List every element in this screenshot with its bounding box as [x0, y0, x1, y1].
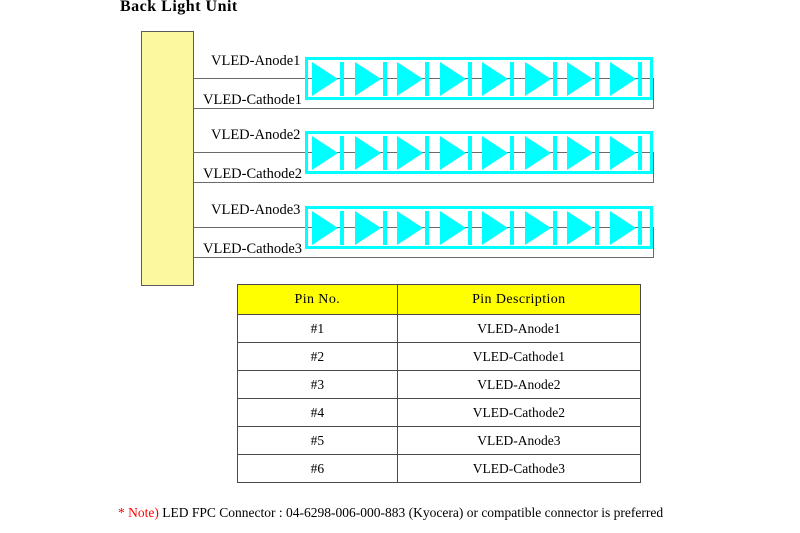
led-diode: [312, 210, 348, 245]
led-string-1: [305, 57, 653, 100]
label-vled-anode3: VLED-Anode3: [211, 202, 301, 218]
led-diode: [312, 135, 348, 170]
wire-anode2-out: [193, 152, 305, 153]
wire-anode2-through-leds: [305, 152, 653, 153]
led-diode: [524, 135, 561, 170]
cell-pin-description: VLED-Anode3: [396, 426, 642, 455]
led-string-2: [305, 131, 653, 174]
led-diode: [354, 61, 391, 96]
table-header-row: Pin No. Pin Description: [237, 284, 642, 315]
wire-anode1-out: [193, 78, 305, 79]
table-row: #6 VLED-Cathode3: [237, 454, 642, 483]
page-title: Back Light Unit: [120, 0, 238, 15]
led-diode: [482, 210, 518, 245]
led-diode: [439, 210, 476, 245]
cell-pin-description: VLED-Cathode3: [396, 454, 642, 483]
wire-anode1-through-leds: [305, 78, 653, 79]
header-pin-no: Pin No.: [237, 284, 398, 315]
led-fpc-connector-block: [141, 31, 194, 286]
wire-cathode3-return: [193, 257, 654, 258]
footnote-text: LED FPC Connector : 04-6298-006-000-883 …: [162, 505, 664, 520]
table-row: #5 VLED-Anode3: [237, 426, 642, 455]
header-pin-description: Pin Description: [396, 284, 642, 315]
led-diode: [397, 210, 433, 245]
led-diode: [609, 135, 646, 170]
label-vled-anode2: VLED-Anode2: [211, 127, 301, 143]
cell-pin-description: VLED-Cathode2: [396, 398, 642, 427]
wire-cathode2-return: [193, 182, 654, 183]
label-vled-cathode2: VLED-Cathode2: [203, 166, 303, 182]
label-vled-cathode3: VLED-Cathode3: [203, 241, 303, 257]
wire-anode3-through-leds: [305, 227, 653, 228]
table-row: #1 VLED-Anode1: [237, 314, 642, 343]
led-diode: [354, 135, 391, 170]
led-diode: [524, 210, 561, 245]
cell-pin-description: VLED-Anode1: [396, 314, 642, 343]
cell-pin-no: #5: [237, 426, 398, 455]
led-string-1-diodes: [308, 60, 650, 97]
led-diode: [567, 61, 603, 96]
led-diode: [439, 135, 476, 170]
led-diode: [524, 61, 561, 96]
label-vled-cathode1: VLED-Cathode1: [203, 92, 303, 108]
led-diode: [567, 210, 603, 245]
cell-pin-no: #6: [237, 454, 398, 483]
led-string-3-diodes: [308, 209, 650, 246]
cell-pin-description: VLED-Anode2: [396, 370, 642, 399]
footnote-marker: * Note): [118, 505, 159, 520]
table-row: #4 VLED-Cathode2: [237, 398, 642, 427]
led-diode: [609, 210, 646, 245]
table-row: #2 VLED-Cathode1: [237, 342, 642, 371]
led-diode: [397, 61, 433, 96]
wire-string3-right-drop: [653, 227, 654, 257]
cell-pin-no: #2: [237, 342, 398, 371]
label-vled-anode1: VLED-Anode1: [211, 53, 301, 69]
led-diode: [567, 135, 603, 170]
cell-pin-description: VLED-Cathode1: [396, 342, 642, 371]
led-diode: [397, 135, 433, 170]
wire-string2-right-drop: [653, 152, 654, 182]
led-string-2-diodes: [308, 134, 650, 171]
led-diode: [482, 135, 518, 170]
wire-anode3-out: [193, 227, 305, 228]
led-diode: [354, 210, 391, 245]
footnote: * Note) LED FPC Connector : 04-6298-006-…: [118, 505, 663, 521]
cell-pin-no: #3: [237, 370, 398, 399]
wire-cathode1-return: [193, 108, 654, 109]
led-diode: [439, 61, 476, 96]
led-diode: [312, 61, 348, 96]
cell-pin-no: #1: [237, 314, 398, 343]
led-string-3: [305, 206, 653, 249]
cell-pin-no: #4: [237, 398, 398, 427]
wire-string1-right-drop: [653, 78, 654, 108]
table-row: #3 VLED-Anode2: [237, 370, 642, 399]
led-diode: [609, 61, 646, 96]
led-diode: [482, 61, 518, 96]
pin-assignment-table: Pin No. Pin Description #1 VLED-Anode1 #…: [237, 284, 642, 483]
